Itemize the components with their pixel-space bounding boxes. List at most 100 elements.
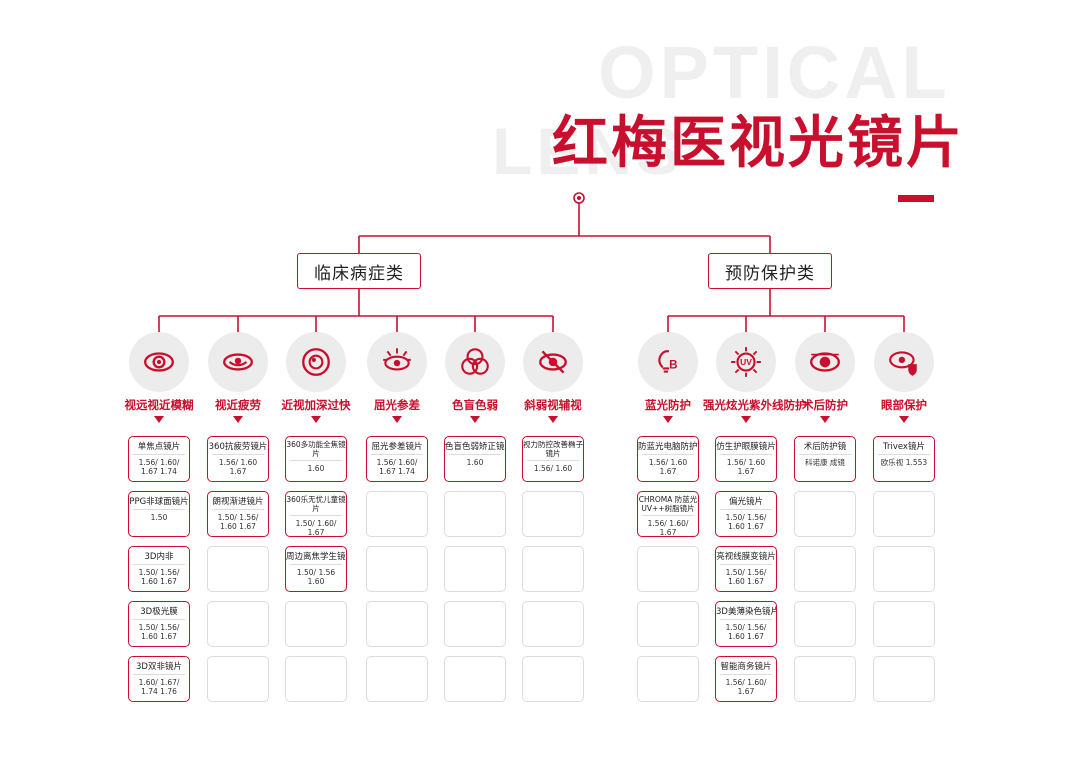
lens-card: 单焦点镜片 1.56/ 1.60/ 1.67 1.74 (128, 436, 190, 482)
subcategory-label: 斜弱视辅视 (524, 398, 582, 412)
empty-card (444, 601, 506, 647)
subcategory-label: 蓝光防护 (645, 398, 691, 412)
lens-card-values: 1.60 (466, 458, 484, 467)
down-triangle-icon (548, 416, 558, 423)
page-title: 红梅医视光镜片 (552, 111, 965, 176)
subcategory-label: 视远视近模糊 (124, 398, 194, 412)
subcategory-label: 强光炫光紫外线防护 (703, 398, 807, 412)
subcategory-label: 视近疲劳 (215, 398, 261, 412)
lens-card: 防蓝光电脑防护镜片 1.56/ 1.60 1.67 (637, 436, 699, 482)
lens-card-divider (642, 515, 694, 516)
empty-card (444, 546, 506, 592)
lens-card-values: 1.56/ 1.60/ 1.67 (725, 678, 767, 696)
lens-card-title: 单焦点镜片 (137, 442, 181, 452)
lens-card-title: 亮视线膜变镜片 (716, 552, 776, 562)
empty-card (366, 601, 428, 647)
svg-text:UV: UV (740, 357, 752, 367)
lens-card-values: 1.50/ 1.56/ 1.60 1.67 (138, 623, 180, 641)
title-accent-bar (898, 195, 934, 202)
lens-card-values: 1.56/ 1.60 1.67 (648, 458, 688, 476)
lens-card-values: 1.50/ 1.56/ 1.60 1.67 (725, 623, 767, 641)
lens-card-title: 360乐无忧儿童镜片 (286, 495, 346, 513)
subcategory-label: 眼部保护 (881, 398, 927, 412)
lens-card-title: 周边离焦学生镜片 (286, 552, 346, 562)
lens-card-title: 3D双非镜片 (136, 662, 182, 672)
anisometropia-eye-icon (367, 332, 427, 392)
empty-card (207, 601, 269, 647)
lens-card-values: 1.56/ 1.60 1.67 (218, 458, 258, 476)
down-triangle-icon (154, 416, 164, 423)
lens-card-title: 偏光镜片 (728, 497, 763, 507)
lens-card-values: 1.56/ 1.60/ 1.67 1.74 (138, 458, 180, 476)
empty-card (522, 491, 584, 537)
lens-card-divider (133, 454, 185, 455)
lens-card-divider (720, 509, 772, 510)
svg-text:B: B (669, 358, 677, 371)
down-triangle-icon (233, 416, 243, 423)
lens-card-values: 1.56/ 1.60/ 1.67 1.74 (376, 458, 418, 476)
subcategory-label: 近视加深过快 (281, 398, 351, 412)
empty-card (873, 546, 935, 592)
lens-card: 朗视渐进镜片 1.50/ 1.56/ 1.60 1.67 (207, 491, 269, 537)
empty-card (873, 601, 935, 647)
lens-card-title: CHROMA 防蓝光 UV++树脂镜片 (638, 495, 698, 513)
lens-card-title: Trivex镜片 (883, 442, 925, 452)
lens-card-divider (720, 619, 772, 620)
lens-card-divider (720, 674, 772, 675)
empty-card (637, 656, 699, 702)
empty-card (522, 601, 584, 647)
empty-card (207, 656, 269, 702)
lens-card-divider (133, 619, 185, 620)
lens-card-title: PPG非球面镜片 (129, 497, 189, 507)
lens-card-title: 仿生护眼膜镜片 (716, 442, 776, 452)
lens-card-values: 1.50/ 1.56/ 1.60 1.67 (138, 568, 180, 586)
lens-card-title: 3D极光膜 (140, 607, 178, 617)
background-word-optical: OPTICAL (598, 31, 951, 114)
down-triangle-icon (663, 416, 673, 423)
empty-card (366, 491, 428, 537)
empty-card (366, 546, 428, 592)
lens-card-divider (371, 454, 423, 455)
lens-card-title: 色盲色弱矫正镜片 (445, 442, 505, 452)
lens-card-divider (290, 460, 342, 461)
lens-card: CHROMA 防蓝光 UV++树脂镜片 1.56/ 1.60/ 1.67 (637, 491, 699, 537)
lens-card-values: 1.56/ 1.60/ 1.67 (647, 519, 689, 537)
lens-card-values: 1.50/ 1.56/ 1.60 1.67 (725, 568, 767, 586)
lens-card-title: 朗视渐进镜片 (212, 497, 264, 507)
empty-card (873, 491, 935, 537)
lens-card-divider (133, 564, 185, 565)
empty-card (637, 601, 699, 647)
empty-card (366, 656, 428, 702)
myopia-eye-icon (286, 332, 346, 392)
lens-card-values: 科诺康 成镜 (805, 458, 845, 467)
lens-card-values: 1.50/ 1.56/ 1.60 1.67 (217, 513, 259, 531)
empty-card (873, 656, 935, 702)
empty-card (285, 601, 347, 647)
down-triangle-icon (392, 416, 402, 423)
surgery-eye-icon (795, 332, 855, 392)
empty-card (637, 546, 699, 592)
empty-card (444, 491, 506, 537)
down-triangle-icon (311, 416, 321, 423)
tired-eye-icon (208, 332, 268, 392)
lens-card-divider (799, 454, 851, 455)
lens-card-divider (720, 454, 772, 455)
root-node-dot (577, 196, 581, 200)
down-triangle-icon (820, 416, 830, 423)
lens-card-title: 术后防护镜 (803, 442, 847, 452)
lens-card-title: 防蓝光电脑防护镜片 (638, 442, 698, 452)
lens-card-values: 1.50/ 1.60/ 1.67 (295, 519, 337, 537)
lens-card-title: 视力防控改善椭子镜片 (523, 440, 583, 458)
lens-card-values: 1.50 (150, 513, 168, 522)
lens-card: 视力防控改善椭子镜片 1.56/ 1.60 (522, 436, 584, 482)
lens-card-values: 1.56/ 1.60 (533, 464, 573, 473)
lens-card-divider (290, 515, 342, 516)
lens-card-divider (212, 509, 264, 510)
empty-card (794, 491, 856, 537)
lens-card: PPG非球面镜片 1.50 (128, 491, 190, 537)
lens-card-title: 智能商务镜片 (720, 662, 772, 672)
